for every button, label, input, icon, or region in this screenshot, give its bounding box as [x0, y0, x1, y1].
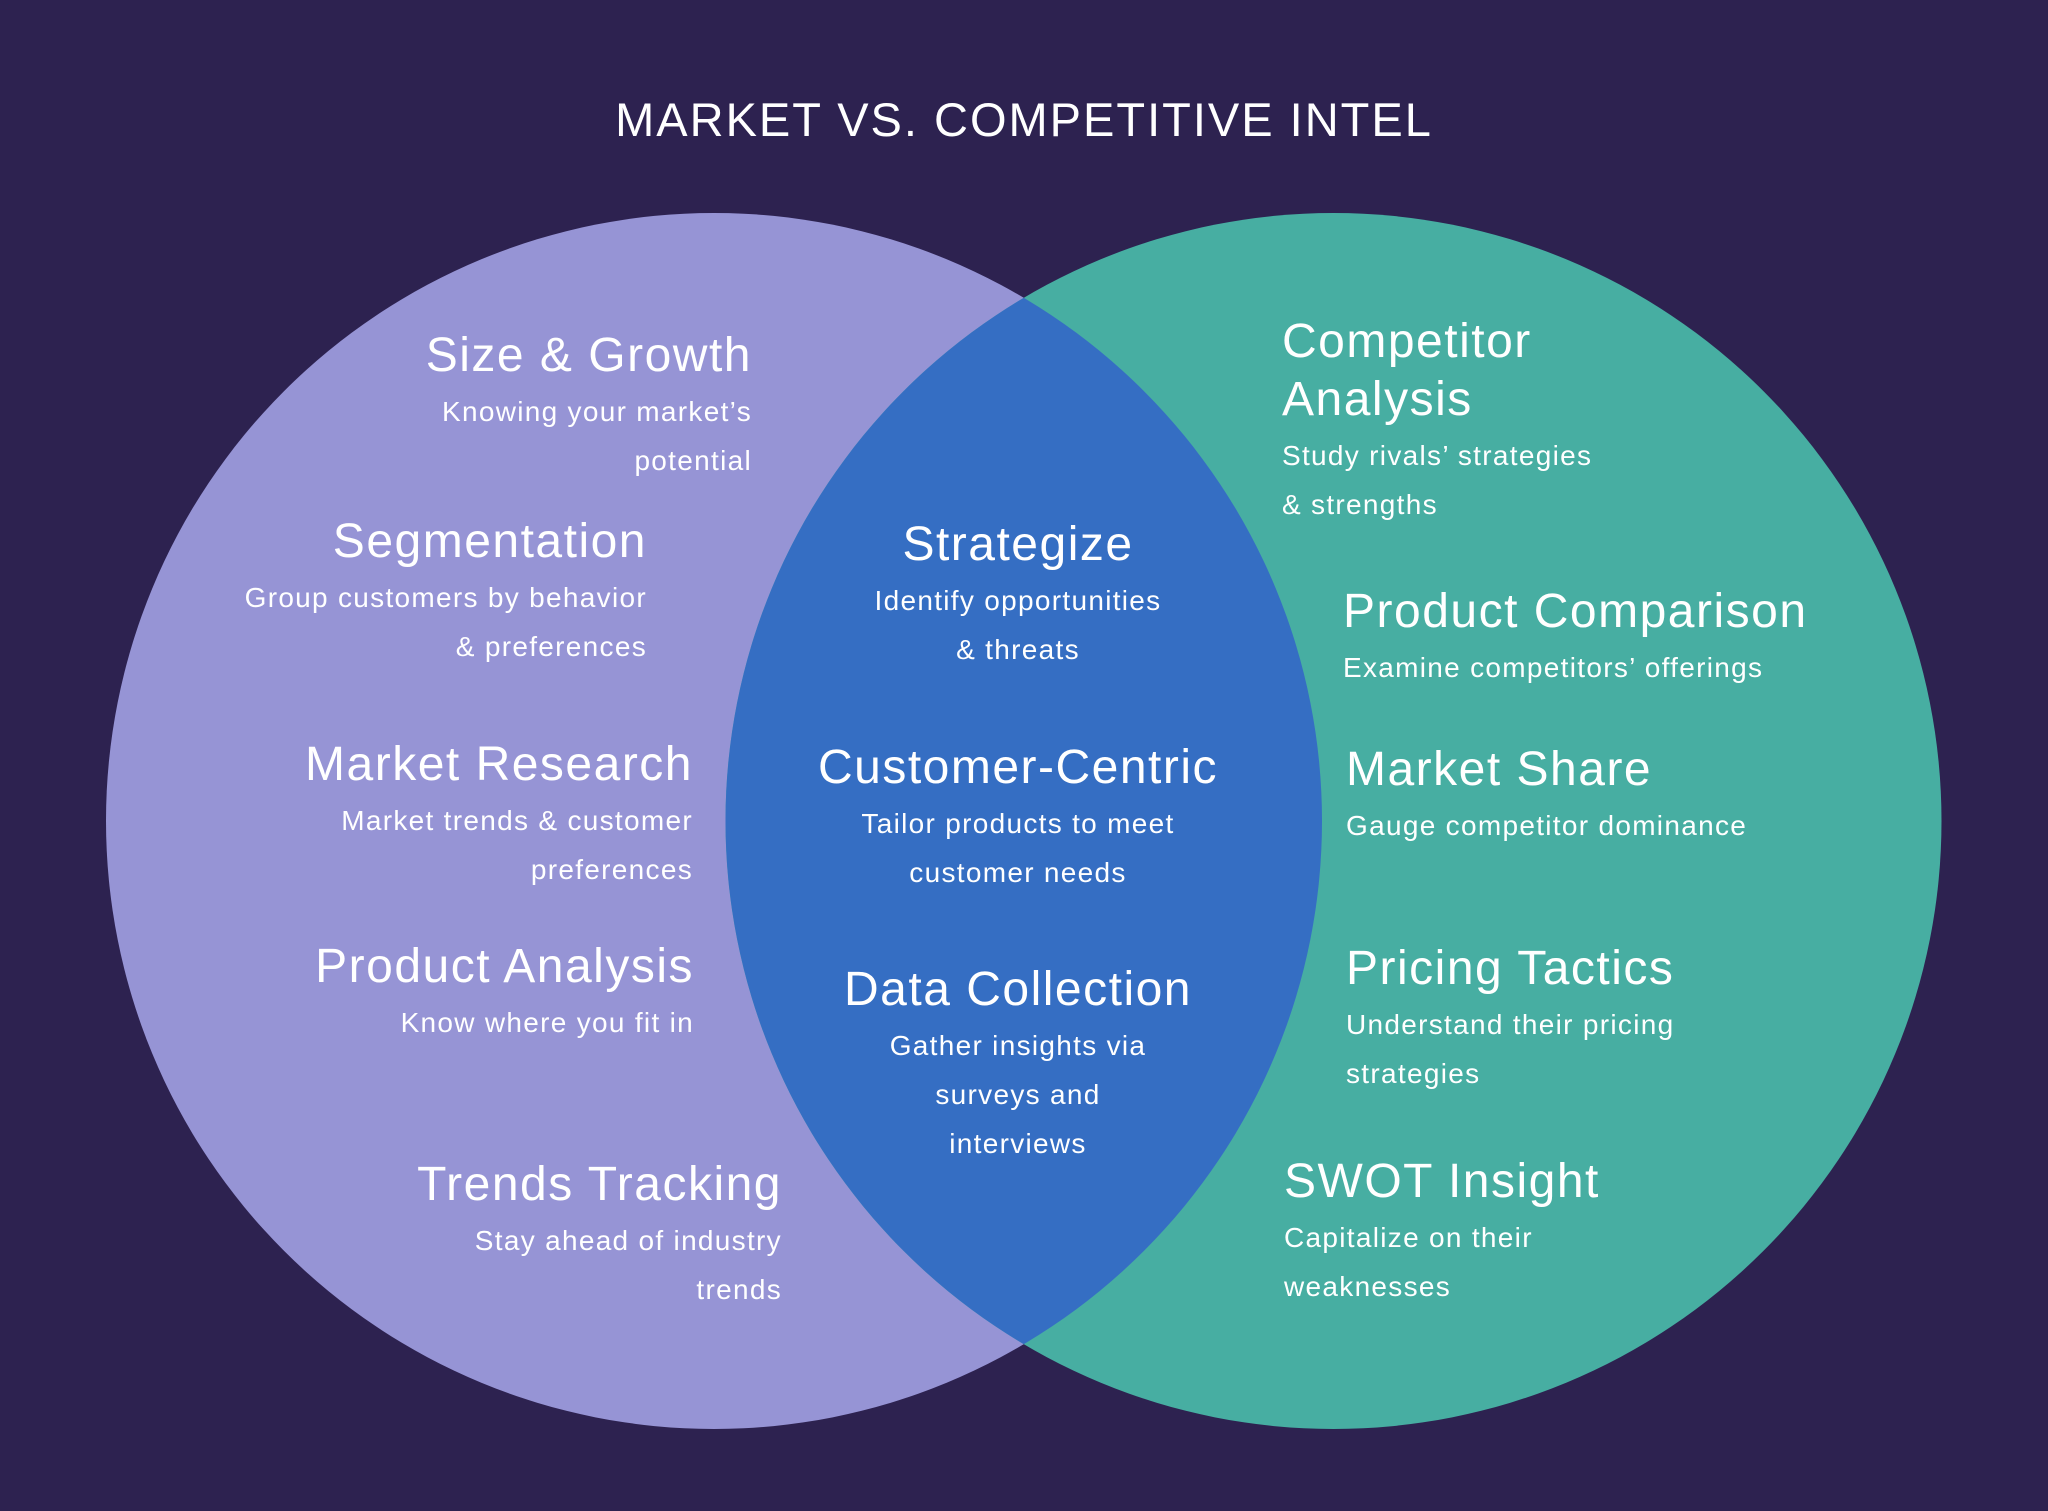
- item-description: Capitalize on their: [1284, 1222, 1533, 1253]
- item-heading: Segmentation: [332, 515, 647, 568]
- item-description: potential: [634, 445, 752, 476]
- item-description: strategies: [1346, 1058, 1481, 1089]
- item-heading: Trends Tracking: [417, 1158, 782, 1211]
- item-description: Tailor products to meet: [861, 808, 1175, 839]
- item-description: surveys and: [935, 1079, 1101, 1110]
- item-heading: SWOT Insight: [1284, 1155, 1600, 1208]
- item-heading: Product Comparison: [1343, 585, 1808, 638]
- item-description: Examine competitors’ offerings: [1343, 652, 1764, 683]
- item-description: preferences: [530, 854, 693, 885]
- item-description: Identify opportunities: [874, 585, 1162, 616]
- item-heading: Pricing Tactics: [1346, 942, 1675, 995]
- competitive-item-competitor-analysis: Competitor Analysis Study rivals’ strate…: [1282, 313, 1592, 529]
- item-heading: Product Analysis: [315, 940, 694, 993]
- competitive-item-pricing-tactics: Pricing Tactics Understand their pricing…: [1346, 940, 1674, 1098]
- item-description: Understand their pricing: [1346, 1009, 1675, 1040]
- item-description: & strengths: [1282, 489, 1438, 520]
- item-description: weaknesses: [1284, 1271, 1452, 1302]
- overlap-item-strategize: Strategize Identify opportunities & thre…: [818, 516, 1218, 674]
- overlap-item-data-collection: Data Collection Gather insights via surv…: [768, 961, 1268, 1168]
- item-description: Know where you fit in: [400, 1007, 694, 1038]
- market-item-trends-tracking: Trends Tracking Stay ahead of industry t…: [417, 1156, 782, 1314]
- competitive-item-swot-insight: SWOT Insight Capitalize on their weaknes…: [1284, 1153, 1600, 1311]
- overlap-region: [725, 213, 1322, 1429]
- item-description: & threats: [956, 634, 1080, 665]
- item-description: customer needs: [909, 857, 1127, 888]
- item-description: Study rivals’ strategies: [1282, 440, 1593, 471]
- item-description: interviews: [949, 1128, 1087, 1159]
- item-heading: Data Collection: [844, 963, 1192, 1016]
- item-description: Group customers by behavior: [244, 582, 647, 613]
- item-heading: Customer-Centric: [817, 741, 1219, 794]
- item-description: Knowing your market’s: [441, 396, 752, 427]
- market-item-segmentation: Segmentation Group customers by behavior…: [245, 513, 647, 671]
- market-item-market-research: Market Research Market trends & customer…: [305, 736, 693, 894]
- item-description: & preferences: [455, 631, 647, 662]
- item-heading: Market Research: [305, 738, 693, 791]
- item-heading: Analysis: [1282, 373, 1473, 426]
- competitive-item-product-comparison: Product Comparison Examine competitors’ …: [1343, 583, 1808, 692]
- item-heading: Size & Growth: [425, 329, 752, 382]
- item-description: Gather insights via: [889, 1030, 1147, 1061]
- item-description: trends: [696, 1274, 782, 1305]
- market-item-product-analysis: Product Analysis Know where you fit in: [315, 938, 694, 1047]
- overlap-item-customer-centric: Customer-Centric Tailor products to meet…: [768, 739, 1268, 897]
- item-heading: Strategize: [902, 518, 1134, 571]
- market-item-size-growth: Size & Growth Knowing your market’s pote…: [426, 327, 752, 485]
- competitive-item-market-share: Market Share Gauge competitor dominance: [1346, 741, 1747, 850]
- item-heading: Competitor: [1282, 315, 1532, 368]
- item-description: Stay ahead of industry: [474, 1225, 782, 1256]
- item-description: Gauge competitor dominance: [1346, 810, 1748, 841]
- item-description: Market trends & customer: [341, 805, 693, 836]
- item-heading: Market Share: [1346, 743, 1653, 796]
- diagram-title: MARKET VS. COMPETITIVE INTEL: [615, 93, 1433, 146]
